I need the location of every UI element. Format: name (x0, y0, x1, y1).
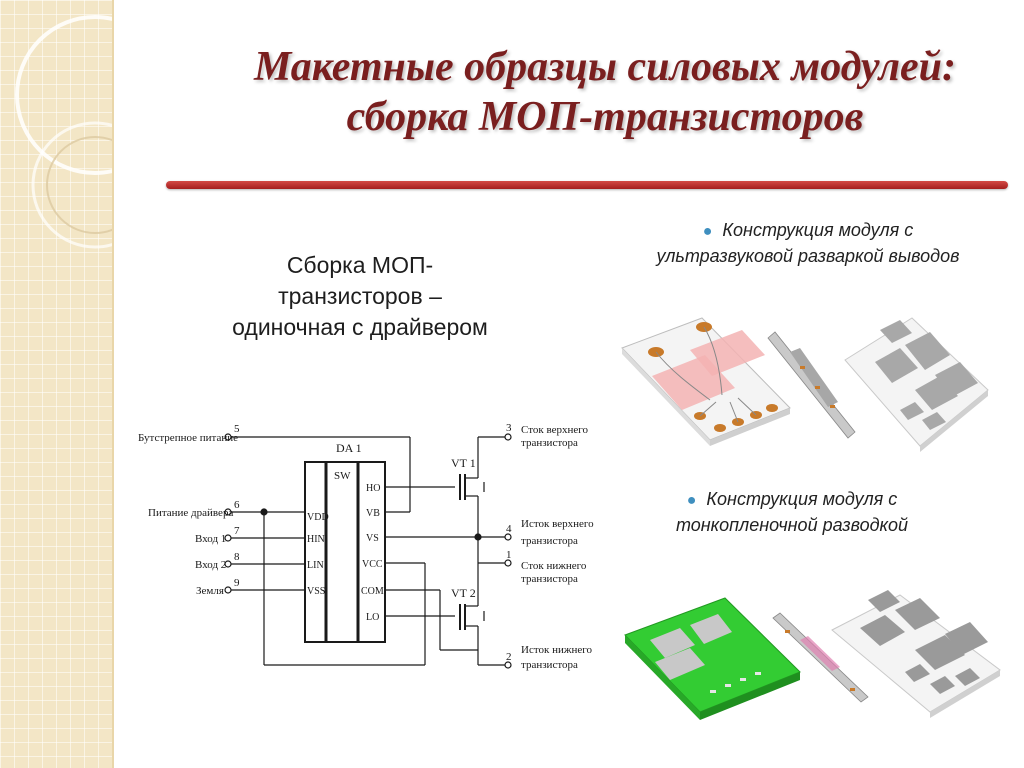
driver-chip (304, 461, 386, 643)
num-terminal-9: 9 (234, 577, 240, 589)
pin-vdd: VDD (307, 512, 329, 523)
label-terminal-2-b: транзистора (521, 659, 578, 671)
bullet-thinfilm: ● Конструкция модуля с тонкопленочной раз… (632, 487, 952, 538)
caption-line-1: Сборка МОП- (286, 252, 434, 278)
bullet-dot-icon: ● (686, 492, 697, 509)
label-terminal-7: Вход 1 (195, 533, 226, 545)
pin-vs: VS (366, 533, 379, 544)
title-line-2: сборка МОП-транзисторов (346, 94, 864, 140)
label-terminal-4-b: транзистора (521, 535, 578, 547)
num-terminal-2: 2 (506, 651, 512, 663)
thinfilm-module-image (624, 590, 1001, 720)
label-terminal-6: Питание драйвера (148, 507, 233, 519)
pin-hin: HIN (307, 534, 325, 545)
bullet-1-line-2: ультразвуковой разваркой выводов (656, 246, 960, 266)
num-terminal-7: 7 (234, 525, 240, 537)
pin-lo: LO (366, 612, 379, 623)
bullet-ultrasonic: ● Конструкция модуля с ультразвуковой раз… (608, 218, 1008, 269)
chip-sub-label: SW (334, 470, 351, 482)
label-terminal-3-a: Сток верхнего (521, 424, 588, 436)
terminal-4 (504, 533, 512, 541)
label-terminal-5: Бутстрепное питание (138, 432, 238, 444)
decorative-side-panel (0, 0, 112, 768)
num-terminal-4: 4 (506, 523, 512, 535)
label-terminal-1-b: транзистора (521, 573, 578, 585)
bullet-2-line-2: тонкопленочной разводкой (675, 515, 909, 535)
ultrasonic-module-image (621, 317, 989, 452)
terminal-1 (504, 559, 512, 567)
bullet-2-line-1: Конструкция модуля с (706, 489, 898, 509)
chip-label: DA 1 (336, 441, 362, 455)
terminal-2 (504, 661, 512, 669)
label-terminal-2-a: Исток нижнего (521, 644, 592, 656)
pin-vss: VSS (307, 586, 325, 597)
vt1-label: VT 1 (451, 456, 476, 470)
pin-lin: LIN (307, 560, 324, 571)
num-terminal-8: 8 (234, 551, 240, 563)
bullet-dot-icon: ● (702, 223, 713, 240)
bullet-1-line-1: Конструкция модуля с (722, 220, 914, 240)
num-terminal-5: 5 (234, 423, 240, 435)
pin-ho: HO (366, 483, 380, 494)
side-panel-edge (112, 0, 114, 768)
label-terminal-9: Земля (196, 585, 224, 597)
num-terminal-6: 6 (234, 499, 240, 511)
pin-com: COM (361, 586, 384, 597)
slide-title: Макетные образцы силовых модулей: сборка… (180, 42, 1024, 142)
label-terminal-3-b: транзистора (521, 437, 578, 449)
vt2-label: VT 2 (451, 586, 476, 600)
pin-vcc: VCC (362, 559, 383, 570)
label-terminal-8: Вход 2 (195, 559, 226, 571)
num-terminal-1: 1 (506, 549, 512, 561)
title-line-1: Макетные образцы силовых модулей: (253, 44, 956, 90)
caption-line-3: одиночная с драйвером (232, 314, 488, 340)
assembly-caption: Сборка МОП- транзисторов – одиночная с д… (200, 250, 520, 343)
pin-vb: VB (366, 508, 380, 519)
title-underline (166, 181, 1008, 189)
label-terminal-4-a: Исток верхнего (521, 518, 594, 530)
caption-line-2: транзисторов – (278, 283, 442, 309)
decorative-circles (15, 15, 112, 249)
terminal-3 (504, 433, 512, 441)
num-terminal-3: 3 (506, 422, 512, 434)
label-terminal-1-a: Сток нижнего (521, 560, 587, 572)
